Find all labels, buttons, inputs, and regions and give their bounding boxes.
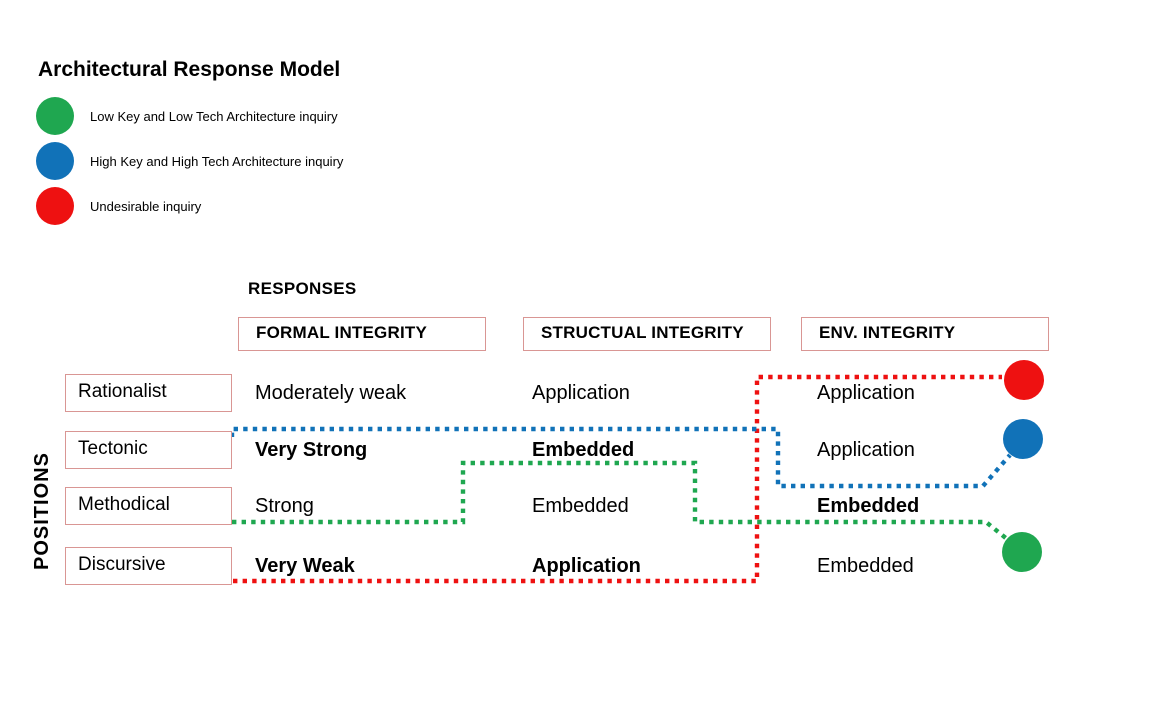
diagram-title: Architectural Response Model xyxy=(38,58,341,81)
red-endpoint-circle xyxy=(1004,360,1044,400)
column-header-formal-integrity: FORMAL INTEGRITY xyxy=(238,317,486,351)
cell-tectonic-formal: Very Strong xyxy=(255,439,368,461)
row-header-discursive: Discursive xyxy=(65,547,232,585)
legend-red-circle-icon xyxy=(36,187,74,225)
cell-tectonic-structural: Embedded xyxy=(532,439,635,461)
legend-green-circle-icon xyxy=(36,97,74,135)
legend-label-undesirable: Undesirable inquiry xyxy=(90,199,202,214)
column-header-env-integrity: ENV. INTEGRITY xyxy=(801,317,1049,351)
cell-rationalist-structural: Application xyxy=(532,382,630,404)
row-header-rationalist: Rationalist xyxy=(65,374,232,412)
legend-label-high-key: High Key and High Tech Architecture inqu… xyxy=(90,154,344,169)
cell-discursive-env: Embedded xyxy=(817,555,914,577)
legend-blue-circle-icon xyxy=(36,142,74,180)
blue-endpoint-circle xyxy=(1003,419,1043,459)
row-header-tectonic: Tectonic xyxy=(65,431,232,469)
cell-discursive-structural: Application xyxy=(532,555,641,577)
cell-rationalist-env: Application xyxy=(817,382,915,404)
green-endpoint-circle xyxy=(1002,532,1042,572)
cell-methodical-structural: Embedded xyxy=(532,495,629,517)
undesirable-path xyxy=(233,374,1002,584)
cell-methodical-formal: Strong xyxy=(255,495,314,517)
column-header-structural-integrity: STRUCTUAL INTEGRITY xyxy=(523,317,771,351)
responses-axis-label: RESPONSES xyxy=(248,279,357,298)
cell-discursive-formal: Very Weak xyxy=(255,555,355,577)
cell-tectonic-env: Application xyxy=(817,439,915,461)
row-header-methodical: Methodical xyxy=(65,487,232,525)
legend-label-low-key: Low Key and Low Tech Architecture inquir… xyxy=(90,109,338,124)
cell-rationalist-formal: Moderately weak xyxy=(255,382,407,404)
positions-axis-label: POSITIONS xyxy=(31,452,53,570)
cell-methodical-env: Embedded xyxy=(817,495,920,517)
